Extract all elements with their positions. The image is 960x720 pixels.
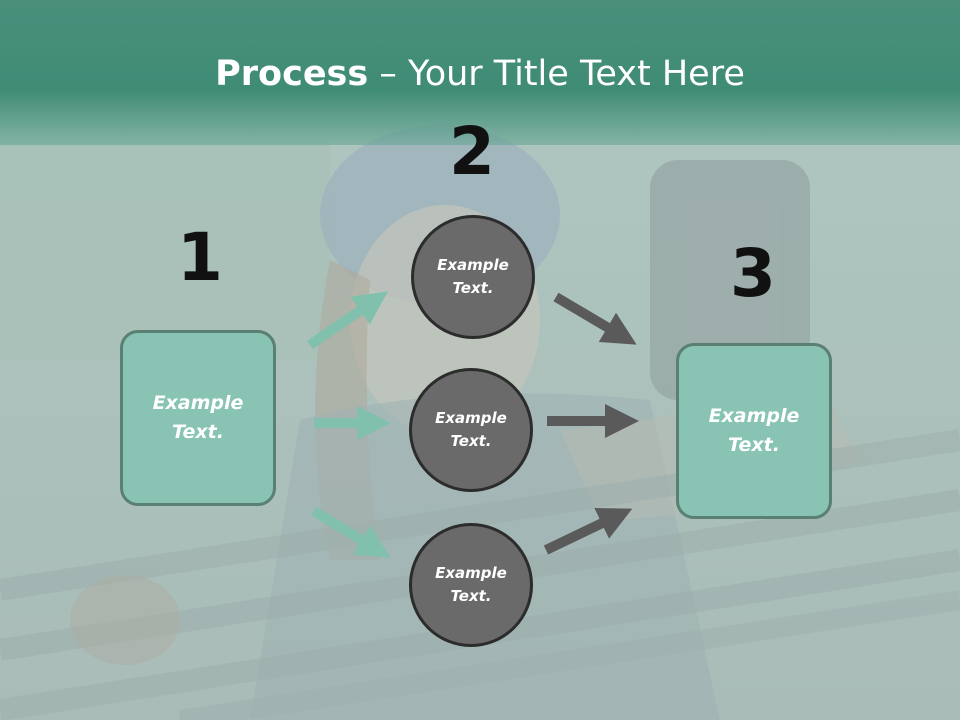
step-2-circle-top: Example Text.: [411, 215, 535, 339]
step-2-circle-bottom: Example Text.: [409, 523, 533, 647]
title-bold: Process: [215, 54, 369, 94]
circle-top-line2: Text.: [452, 279, 494, 297]
step-2-circle-middle: Example Text.: [409, 368, 533, 492]
step-1-box-line1: Example: [152, 392, 244, 414]
step-3-box-line1: Example: [708, 405, 800, 427]
step-1-box-line2: Text.: [172, 421, 224, 443]
step-3-box: Example Text.: [676, 343, 832, 519]
step-3-box-line2: Text.: [728, 434, 780, 456]
slide-title: Process – Your Title Text Here: [0, 50, 960, 98]
step-number-1: 1: [177, 219, 223, 296]
circle-top-line1: Example: [437, 256, 509, 274]
step-number-3: 3: [730, 235, 776, 312]
circle-bottom-line2: Text.: [450, 587, 492, 605]
title-band: [0, 0, 960, 145]
circle-middle-line1: Example: [435, 409, 507, 427]
title-rest: – Your Title Text Here: [368, 54, 745, 94]
step-number-2: 2: [449, 113, 495, 190]
circle-middle-line2: Text.: [450, 432, 492, 450]
step-1-box: Example Text.: [120, 330, 276, 506]
circle-bottom-line1: Example: [435, 564, 507, 582]
